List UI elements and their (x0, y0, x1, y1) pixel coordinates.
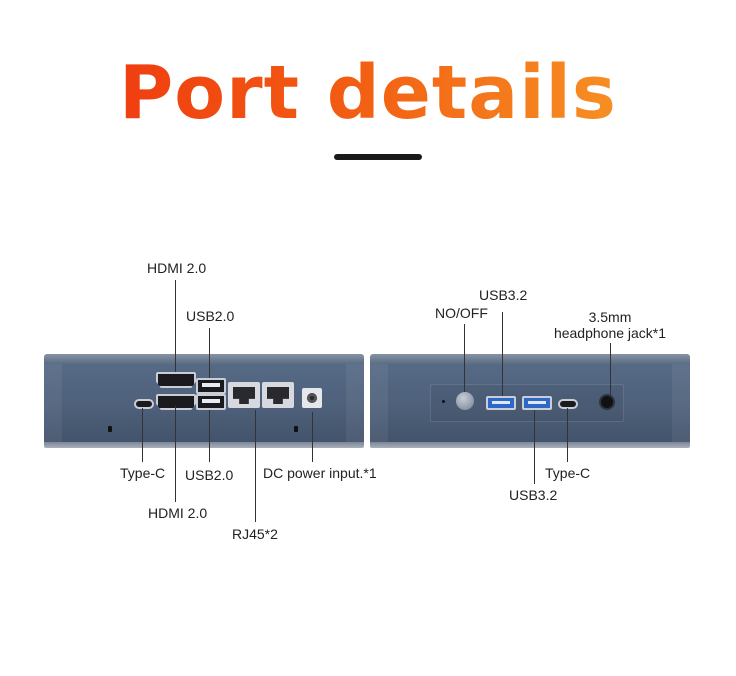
back-panel-device (44, 354, 364, 448)
usb3-port-1 (486, 396, 516, 410)
dc-power-jack (302, 388, 322, 408)
label-power: NO/OFF (435, 305, 488, 321)
title-underline (334, 154, 422, 160)
label-usb2-bottom: USB2.0 (185, 467, 234, 483)
hdmi-port-top (156, 372, 196, 388)
device-base (44, 442, 364, 448)
label-usb3-top: USB3.2 (479, 287, 528, 303)
rj45-port-2 (262, 382, 294, 408)
typec-port (134, 399, 154, 409)
label-rj45: RJ45*2 (232, 526, 278, 542)
power-button-icon (456, 392, 474, 410)
lock-hole-left (108, 426, 112, 432)
label-usb3-bottom: USB3.2 (509, 487, 558, 503)
rj45-port-1 (228, 382, 260, 408)
typec-port (558, 399, 578, 409)
device-top-edge (44, 354, 364, 364)
label-hdmi-bottom: HDMI 2.0 (148, 505, 208, 521)
label-hdmi-top: HDMI 2.0 (147, 260, 207, 276)
page-title: Port details (0, 50, 736, 136)
label-usb2-top: USB2.0 (186, 308, 235, 324)
lock-hole-right (294, 426, 298, 432)
label-typec-front: Type-C (545, 465, 591, 481)
usb2-port-bottom (196, 394, 226, 410)
device-top-edge (370, 354, 690, 364)
usb2-port-top (196, 378, 226, 394)
hdmi-port-bottom (156, 394, 196, 410)
label-typec: Type-C (120, 465, 166, 481)
label-audio-line2: headphone jack*1 (553, 325, 667, 341)
label-dc-power: DC power input.*1 (263, 465, 377, 481)
device-base (370, 442, 690, 448)
label-audio-line1: 3.5mm (588, 309, 632, 325)
usb3-port-2 (522, 396, 552, 410)
headphone-jack (601, 396, 613, 408)
front-panel-device (370, 354, 690, 448)
status-led (442, 400, 445, 403)
